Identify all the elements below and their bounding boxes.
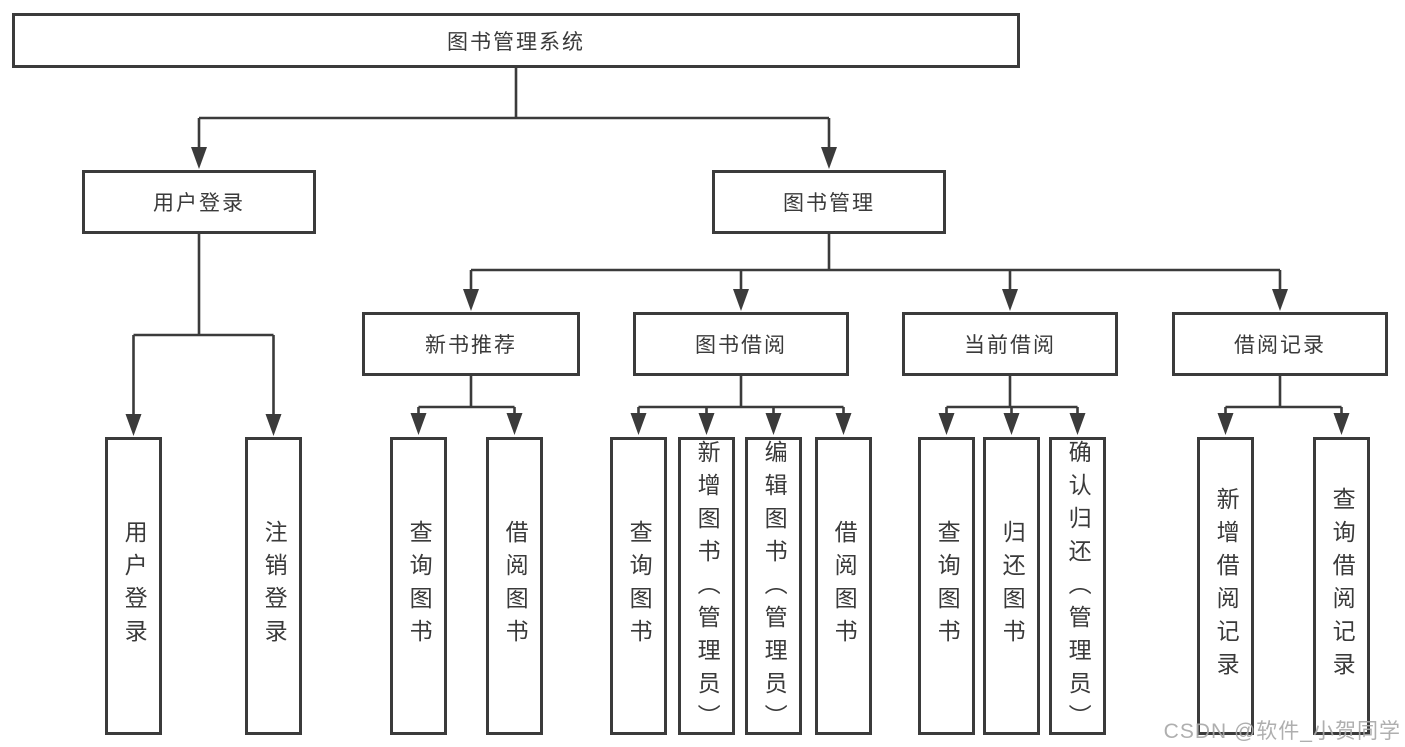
arrowheads: [125, 147, 1350, 436]
node-book-borrowing-label: 图书借阅: [695, 334, 787, 357]
leaf-current-query-books: 查询图书: [918, 437, 975, 735]
leaf-current-query-books-label: 查询图书: [934, 520, 961, 652]
leaf-borrow-query-books: 查询图书: [610, 437, 667, 735]
leaf-records-query-record: 查询借阅记录: [1313, 437, 1370, 735]
node-root-label: 图书管理系统: [447, 30, 585, 54]
node-borrowing-records: 借阅记录: [1172, 312, 1388, 376]
csdn-watermark: CSDN @软件_小贺同学: [1163, 720, 1401, 743]
node-book-management: 图书管理: [712, 170, 946, 234]
node-user-login: 用户登录: [82, 170, 316, 234]
leaf-records-add-record-label: 新增借阅记录: [1213, 487, 1240, 685]
leaf-current-confirm-return-admin: 确认归还（管理员）: [1049, 437, 1106, 737]
leaf-borrow-query-books-label: 查询图书: [626, 520, 653, 652]
leaf-borrow-borrow-books: 借阅图书: [815, 437, 872, 735]
node-new-book-recommend: 新书推荐: [362, 312, 580, 376]
leaf-borrow-borrow-books-label: 借阅图书: [831, 520, 858, 652]
leaf-newbooks-borrow-books-label: 借阅图书: [502, 520, 529, 652]
node-new-book-recommend-label: 新书推荐: [425, 334, 517, 357]
connector-bookborrow-to-leaves: [637, 376, 845, 416]
leaf-records-add-record: 新增借阅记录: [1197, 437, 1254, 735]
node-user-login-label: 用户登录: [153, 192, 245, 215]
node-borrowing-records-label: 借阅记录: [1234, 334, 1326, 357]
connector-newbooks-to-leaves: [417, 376, 516, 416]
leaf-borrow-add-books-admin: 新增图书（管理员）: [678, 437, 735, 737]
connector-userlogin-to-leaves: [132, 233, 275, 416]
leaf-newbooks-query-books: 查询图书: [390, 437, 447, 735]
leaf-current-return-books-label: 归还图书: [999, 520, 1026, 652]
connector-root-to-level2: [197, 68, 831, 150]
node-current-borrowing: 当前借阅: [902, 312, 1118, 376]
node-book-borrowing: 图书借阅: [633, 312, 849, 376]
connector-currentborrow-to-leaves: [945, 376, 1079, 416]
leaf-logout: 注销登录: [245, 437, 302, 735]
leaf-user-login-label: 用户登录: [121, 520, 148, 652]
leaf-current-return-books: 归还图书: [983, 437, 1040, 735]
leaf-logout-label: 注销登录: [261, 520, 288, 652]
leaf-borrow-edit-books-admin-label: 编辑图书（管理员）: [761, 440, 788, 737]
leaf-newbooks-query-books-label: 查询图书: [406, 520, 433, 652]
node-book-management-label: 图书管理: [783, 192, 875, 215]
leaf-borrow-edit-books-admin: 编辑图书（管理员）: [745, 437, 802, 737]
leaf-borrow-add-books-admin-label: 新增图书（管理员）: [694, 440, 721, 737]
leaf-newbooks-borrow-books: 借阅图书: [486, 437, 543, 735]
connector-borrowrecords-to-leaves: [1224, 376, 1343, 416]
leaf-current-confirm-return-admin-label: 确认归还（管理员）: [1065, 440, 1092, 737]
leaf-records-query-record-label: 查询借阅记录: [1329, 487, 1356, 685]
leaf-user-login: 用户登录: [105, 437, 162, 735]
node-root: 图书管理系统: [12, 13, 1020, 68]
connector-bookmgmt-to-level3: [469, 233, 1282, 291]
node-current-borrowing-label: 当前借阅: [964, 334, 1056, 357]
